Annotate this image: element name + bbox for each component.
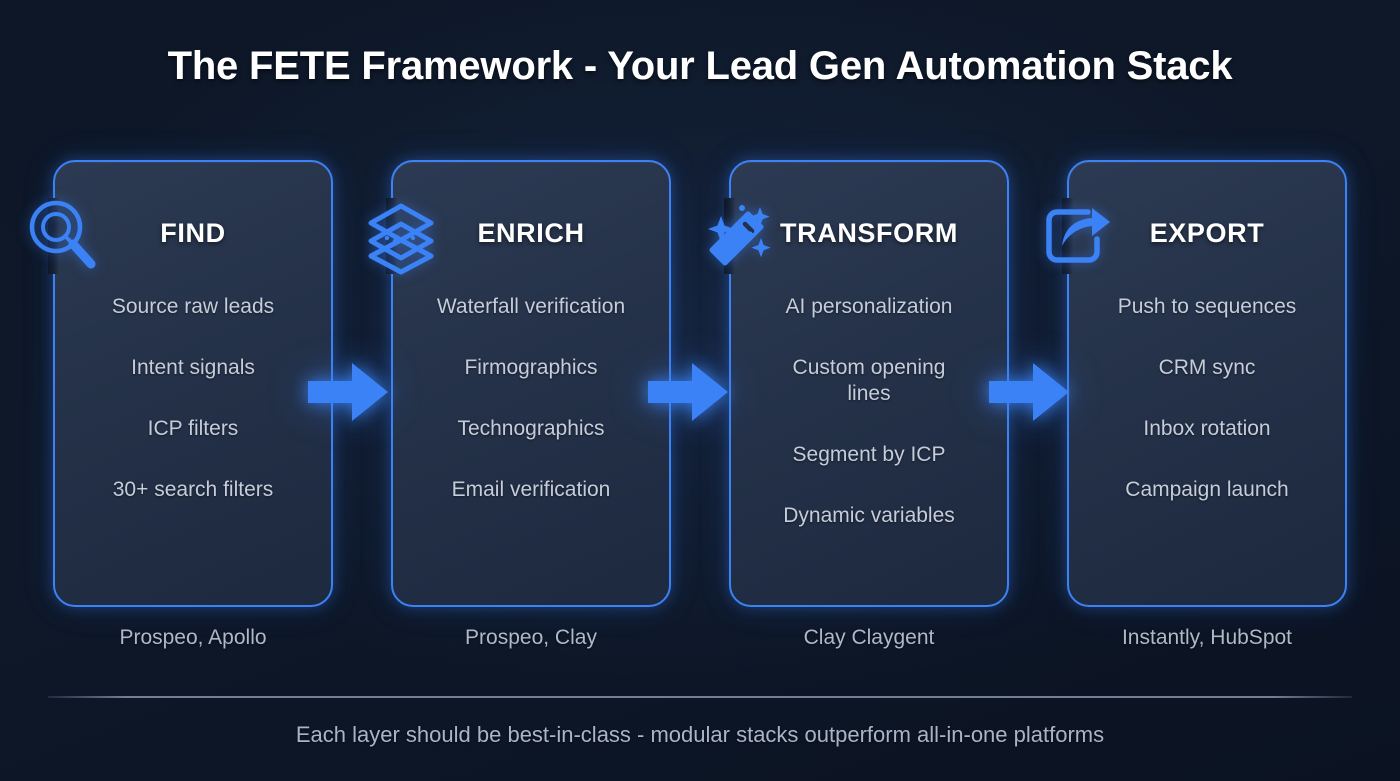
stage-item-list: Waterfall verification Firmographics Tec… (401, 294, 661, 503)
stage-caption-enrich: Prospeo, Clay (465, 626, 597, 649)
list-item: Campaign launch (1125, 478, 1289, 501)
stage-card-row: FIND Source raw leads Intent signals ICP… (29, 160, 1347, 607)
list-item: 30+ search filters (112, 478, 274, 501)
share-export-icon (1035, 194, 1119, 278)
list-item: ICP filters (147, 417, 239, 440)
magic-wand-icon (697, 194, 781, 278)
list-item: Inbox rotation (1143, 417, 1271, 440)
stage-caption-find: Prospeo, Apollo (119, 626, 267, 649)
card-border-notch (48, 198, 59, 274)
stage-item-list: Push to sequences CRM sync Inbox rotatio… (1077, 294, 1337, 503)
footer-divider (48, 696, 1352, 698)
stage-column-find: FIND Source raw leads Intent signals ICP… (29, 160, 333, 607)
stage-card-find[interactable]: FIND Source raw leads Intent signals ICP… (53, 160, 333, 607)
arrow-right-icon (646, 358, 730, 426)
list-item: Intent signals (131, 356, 255, 379)
stage-card-enrich[interactable]: ENRICH Waterfall verification Firmograph… (391, 160, 671, 607)
magnifying-glass-icon (21, 194, 105, 278)
list-item: Custom opening lines (792, 356, 946, 405)
stage-item-list: AI personalization Custom opening lines … (739, 294, 999, 529)
stage-caption-export: Instantly, HubSpot (1121, 626, 1293, 649)
stage-card-title: EXPORT (1149, 218, 1265, 248)
list-item: Dynamic variables (783, 504, 955, 527)
list-item: Push to sequences (1117, 295, 1297, 318)
stage-card-transform[interactable]: TRANSFORM AI personalization Custom open… (729, 160, 1009, 607)
list-item: Source raw leads (111, 295, 275, 318)
stage-caption-transform: Clay Claygent (803, 626, 935, 649)
stage-card-title: TRANSFORM (780, 218, 958, 248)
list-item: Technographics (457, 417, 605, 440)
stage-caption-row: Prospeo, Apollo Prospeo, Clay Clay Clayg… (53, 626, 1347, 650)
list-item: AI personalization (785, 295, 953, 318)
list-item: Waterfall verification (436, 295, 626, 318)
stage-column-export: EXPORT Push to sequences CRM sync Inbox … (1046, 160, 1347, 607)
arrow-right-icon (306, 358, 390, 426)
list-item: Segment by ICP (792, 443, 946, 466)
footer-note: Each layer should be best-in-class - mod… (295, 722, 1105, 747)
list-item: Firmographics (464, 356, 598, 379)
stage-column-transform: TRANSFORM AI personalization Custom open… (708, 160, 1009, 607)
page-title: The FETE Framework - Your Lead Gen Autom… (167, 44, 1233, 88)
stage-item-list: Source raw leads Intent signals ICP filt… (63, 294, 323, 503)
layers-stack-icon (359, 194, 443, 278)
arrow-right-icon (987, 358, 1071, 426)
stage-column-enrich: ENRICH Waterfall verification Firmograph… (368, 160, 671, 607)
stage-card-title: ENRICH (477, 218, 585, 248)
stage-card-title: FIND (160, 218, 226, 248)
stage-card-export[interactable]: EXPORT Push to sequences CRM sync Inbox … (1067, 160, 1347, 607)
list-item: CRM sync (1158, 356, 1256, 379)
list-item: Email verification (451, 478, 611, 501)
